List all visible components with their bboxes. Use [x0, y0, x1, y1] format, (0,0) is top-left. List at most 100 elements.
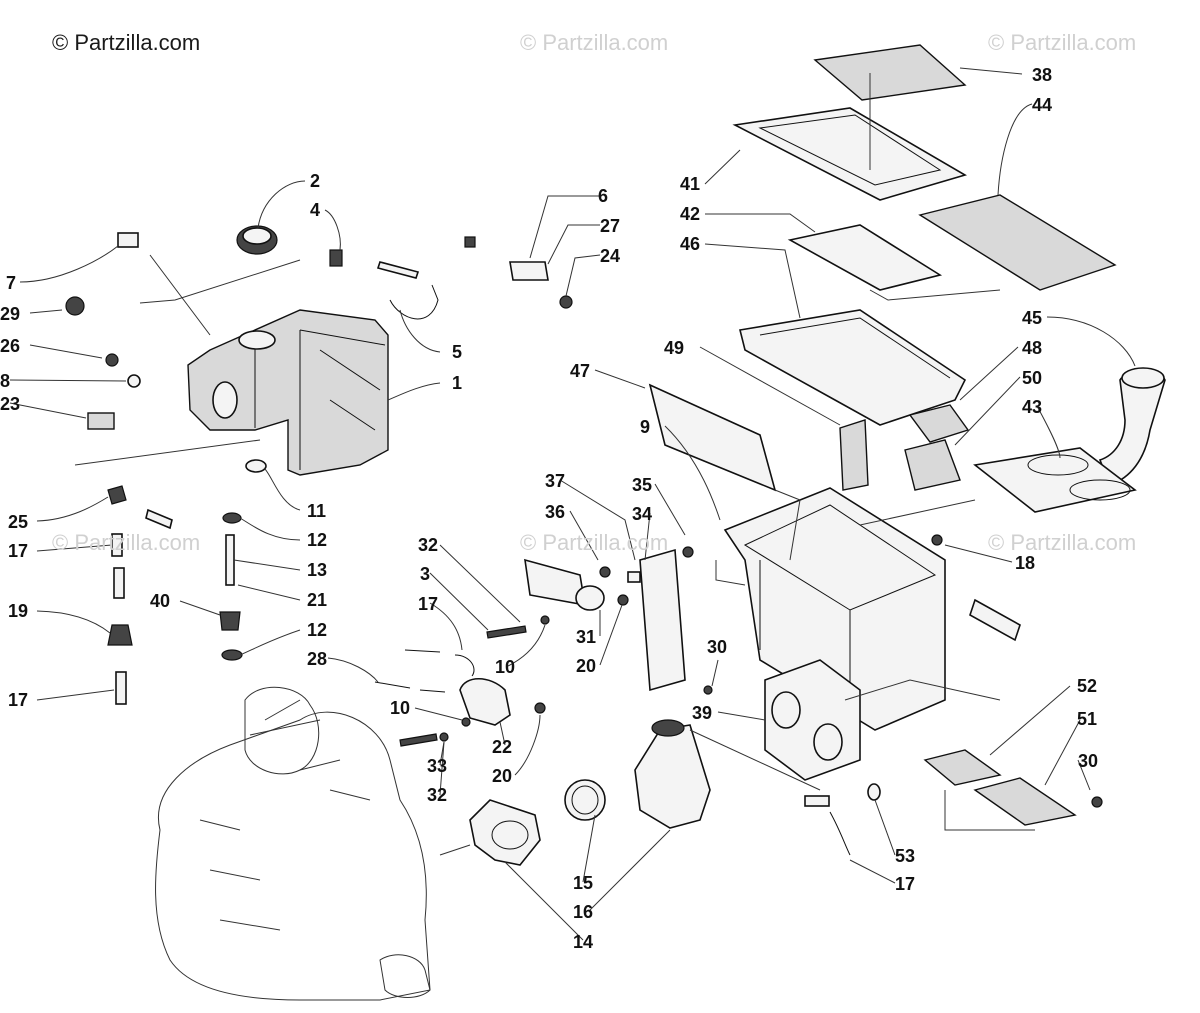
clamp-15 [564, 779, 606, 821]
callout-2: 2 [310, 171, 320, 191]
grommet-29 [65, 296, 85, 316]
callout-25: 25 [8, 512, 28, 532]
watermark-faint: © Partzilla.com [520, 30, 669, 55]
callout-51: 51 [1077, 709, 1097, 729]
callout-36: 36 [545, 502, 565, 522]
washer-8 [127, 374, 141, 388]
callout-1: 1 [452, 373, 462, 393]
lid-46 [739, 309, 967, 426]
duct-45 [1098, 370, 1166, 487]
callout-14: 14 [573, 932, 593, 952]
callout-10: 10 [495, 657, 515, 677]
baffle-42 [787, 224, 943, 291]
callout-43: 43 [1022, 397, 1042, 417]
callout-4: 4 [310, 200, 320, 220]
callout-8: 8 [0, 371, 10, 391]
oil-pump [459, 677, 511, 726]
callout-21: 21 [307, 590, 327, 610]
callout-17b: 17 [8, 690, 28, 710]
foam-49 [839, 419, 869, 491]
callout-19: 19 [8, 601, 28, 621]
hose-loop [389, 284, 439, 320]
watermark-faint: © Partzilla.com [520, 530, 669, 555]
callout-32b: 32 [427, 785, 447, 805]
callout-53: 53 [895, 846, 915, 866]
callout-10b: 10 [390, 698, 410, 718]
hose-28 [374, 681, 446, 693]
callout-47: 47 [570, 361, 590, 381]
callout-35: 35 [632, 475, 652, 495]
leader-lines [9, 67, 1136, 941]
filler-neck [238, 330, 276, 350]
callout-28: 28 [307, 649, 327, 669]
callout-24: 24 [600, 246, 620, 266]
carburetor-16 [634, 724, 711, 829]
callout-20: 20 [576, 656, 596, 676]
callout-32: 32 [418, 535, 438, 555]
callout-7: 7 [6, 273, 16, 293]
decal-7 [117, 232, 139, 248]
callout-20b: 20 [492, 766, 512, 786]
callout-12: 12 [307, 530, 327, 550]
callout-38: 38 [1032, 65, 1052, 85]
callout-29: 29 [0, 304, 20, 324]
callout-45: 45 [1022, 308, 1042, 328]
callout-15: 15 [573, 873, 593, 893]
callout-41: 41 [680, 174, 700, 194]
callout-27: 27 [600, 216, 620, 236]
callout-40: 40 [150, 591, 170, 611]
drain-53 [867, 783, 881, 801]
callout-18: 18 [1015, 553, 1035, 573]
callout-12b: 12 [307, 620, 327, 640]
callout-33: 33 [427, 756, 447, 776]
gasket-47 [648, 383, 777, 492]
pad-44 [918, 194, 1117, 291]
callout-3: 3 [420, 564, 430, 584]
tank-bracket [464, 236, 573, 309]
foam-48 [908, 404, 970, 443]
callout-17: 17 [8, 541, 28, 561]
callout-49: 49 [664, 338, 684, 358]
callouts: 2 4 6 27 24 7 29 26 8 23 5 1 11 12 13 21… [0, 65, 1098, 952]
callout-16: 16 [573, 902, 593, 922]
callout-30b: 30 [1078, 751, 1098, 771]
watermark-main: © Partzilla.com [52, 30, 201, 55]
callout-5: 5 [452, 342, 462, 362]
vent-valve [329, 249, 343, 267]
callout-39: 39 [692, 703, 712, 723]
fuel-tank [187, 309, 389, 476]
engine-outline [155, 686, 431, 1001]
callout-52: 52 [1077, 676, 1097, 696]
watermark-faint: © Partzilla.com [988, 30, 1137, 55]
callout-44: 44 [1032, 95, 1052, 115]
callout-48: 48 [1022, 338, 1042, 358]
nut-26 [105, 353, 119, 367]
plate-43 [973, 447, 1137, 513]
callout-9: 9 [640, 417, 650, 437]
flange-14 [469, 799, 541, 866]
screen-52 [923, 749, 1002, 786]
callout-23: 23 [0, 394, 20, 414]
hose-17 [404, 649, 475, 677]
filter-38 [813, 44, 967, 101]
fuel-line-parts [107, 459, 267, 705]
callout-11: 11 [307, 501, 326, 521]
foam-50 [904, 439, 961, 491]
callout-22: 22 [492, 737, 512, 757]
fuel-cap [236, 225, 278, 255]
callout-17c: 17 [418, 594, 438, 614]
watermark-faint: © Partzilla.com [988, 530, 1137, 555]
hose-17b [804, 795, 830, 807]
callout-26: 26 [0, 336, 20, 356]
callout-6: 6 [598, 186, 608, 206]
screen-51 [973, 777, 1077, 826]
callout-50: 50 [1022, 368, 1042, 388]
vent-hose [376, 261, 420, 279]
bracket-34 [639, 548, 686, 692]
callout-17d: 17 [895, 874, 915, 894]
callout-42: 42 [680, 204, 700, 224]
decal-23 [87, 412, 115, 430]
callout-31: 31 [576, 627, 596, 647]
